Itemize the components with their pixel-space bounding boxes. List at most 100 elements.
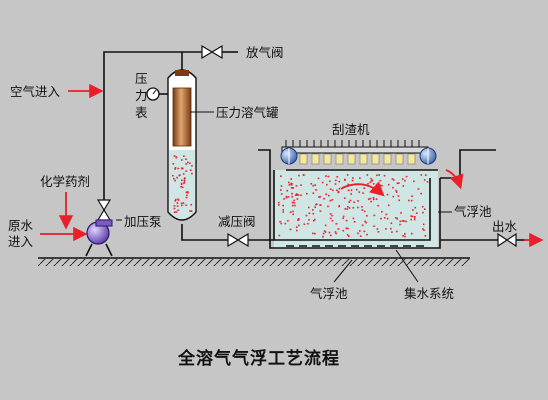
bubble bbox=[400, 212, 402, 214]
bubble bbox=[334, 231, 337, 233]
bubble bbox=[292, 187, 295, 189]
bubble bbox=[410, 218, 412, 221]
bubble bbox=[370, 200, 372, 203]
bubble bbox=[383, 174, 386, 177]
dissolved-air-tank bbox=[167, 69, 197, 221]
bubble bbox=[296, 229, 298, 232]
bubble bbox=[421, 205, 424, 208]
bubble bbox=[287, 220, 289, 222]
bubble bbox=[293, 199, 295, 202]
bubble bbox=[390, 222, 393, 225]
bubble bbox=[380, 217, 382, 220]
bubble bbox=[395, 217, 397, 219]
bubble bbox=[379, 184, 382, 187]
bubble bbox=[369, 181, 372, 183]
bubble bbox=[364, 220, 366, 223]
bubble bbox=[335, 232, 337, 235]
bubble bbox=[366, 233, 368, 236]
bubble bbox=[292, 210, 294, 213]
bubble bbox=[308, 219, 310, 221]
bubble bbox=[181, 204, 183, 207]
bubble bbox=[285, 196, 288, 199]
bubble bbox=[383, 217, 386, 219]
bubble bbox=[363, 210, 366, 213]
bubble bbox=[395, 189, 397, 192]
bubble bbox=[173, 205, 176, 207]
bubble bbox=[337, 190, 340, 193]
bubble bbox=[172, 163, 175, 165]
bubble bbox=[412, 209, 414, 211]
bubble bbox=[329, 188, 332, 190]
bubble bbox=[174, 179, 176, 182]
bubble bbox=[361, 209, 364, 211]
bubble bbox=[347, 183, 349, 186]
label-chemical-agent: 化学药剂 bbox=[40, 174, 90, 189]
bubble bbox=[300, 184, 302, 186]
bubble bbox=[402, 235, 404, 237]
bubble bbox=[396, 217, 399, 220]
bubble bbox=[369, 197, 372, 200]
bubble bbox=[411, 195, 413, 197]
bubble bbox=[372, 183, 375, 185]
bubble bbox=[287, 196, 290, 198]
bubble bbox=[288, 184, 291, 186]
label-vent-valve: 放气阀 bbox=[246, 45, 284, 60]
label-pressure-gauge-2: 力 bbox=[135, 88, 148, 103]
bubble bbox=[359, 235, 362, 237]
bubble bbox=[401, 220, 404, 222]
bubble bbox=[291, 201, 294, 204]
bubble bbox=[186, 191, 189, 193]
bubble bbox=[307, 222, 309, 225]
bubble bbox=[183, 155, 185, 157]
bubble bbox=[347, 227, 349, 230]
bubble bbox=[184, 177, 186, 179]
bubble bbox=[182, 173, 185, 175]
bubble bbox=[186, 161, 189, 164]
bubble bbox=[386, 217, 389, 220]
skimmer-paddle bbox=[359, 153, 368, 165]
bubble bbox=[373, 225, 375, 227]
bubble bbox=[322, 235, 324, 238]
bubble bbox=[405, 175, 408, 178]
leader-lines bbox=[116, 111, 452, 283]
bubble bbox=[373, 198, 375, 201]
bubble bbox=[314, 184, 316, 186]
bubble bbox=[185, 170, 187, 172]
bubble bbox=[291, 182, 293, 185]
bubble bbox=[377, 231, 380, 233]
bubble bbox=[367, 182, 369, 185]
bubble bbox=[366, 215, 368, 217]
bubble bbox=[180, 182, 183, 185]
bubble bbox=[361, 224, 364, 227]
bubble bbox=[357, 232, 359, 235]
bubble bbox=[386, 193, 389, 196]
bubble bbox=[331, 214, 333, 217]
skimmer bbox=[280, 140, 437, 165]
bubble bbox=[424, 174, 427, 176]
bubble bbox=[314, 218, 316, 221]
bubble bbox=[345, 219, 348, 222]
bubble bbox=[359, 230, 361, 232]
bubble bbox=[327, 205, 329, 208]
bubble bbox=[181, 159, 183, 161]
bubble bbox=[375, 198, 378, 200]
outlet-valve-icon bbox=[497, 232, 517, 248]
bubble bbox=[303, 223, 306, 225]
bubble bbox=[312, 209, 314, 211]
bubble bbox=[282, 211, 284, 213]
bubble bbox=[413, 180, 415, 183]
diagram-title: 全溶气气浮工艺流程 bbox=[177, 348, 340, 369]
bubble bbox=[177, 167, 179, 170]
bubble bbox=[308, 212, 311, 215]
label-pressure-pump: 加压泵 bbox=[124, 214, 162, 229]
bubble bbox=[373, 214, 376, 217]
bubble bbox=[280, 175, 282, 177]
bubble bbox=[289, 228, 292, 231]
bubble bbox=[392, 195, 395, 198]
bubble bbox=[284, 222, 287, 225]
bubble bbox=[312, 219, 315, 222]
bubble bbox=[404, 233, 406, 235]
bubble bbox=[319, 204, 321, 206]
bubble bbox=[298, 218, 300, 221]
